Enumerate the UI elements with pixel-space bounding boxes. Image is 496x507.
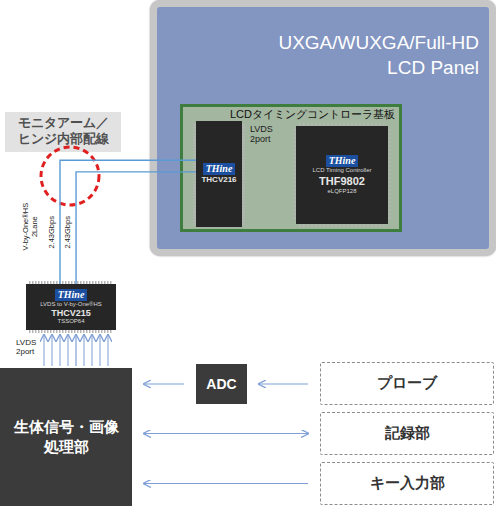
brand-logo: THine xyxy=(55,289,88,301)
node-text: LCD Timing Controller xyxy=(312,167,371,174)
lcd-panel: UXGA/WUXGA/Full-HD LCD PanelLCDタイミングコントロ… xyxy=(150,0,496,256)
chip-pin xyxy=(74,330,76,333)
chip-pin xyxy=(89,330,91,333)
chip-pin xyxy=(53,330,55,333)
chip-pin xyxy=(83,330,85,333)
chip-pin xyxy=(62,330,64,333)
node-text: ADC xyxy=(206,376,236,392)
data-arrow xyxy=(144,433,308,434)
ic-chip: THineLVDS to V-by-One®HSTHCV215TSSOP64 xyxy=(26,284,116,330)
lvds-arrow xyxy=(68,335,69,366)
callout-box: モニタアーム／ヒンジ内部配線 xyxy=(5,112,121,152)
data-arrow xyxy=(75,335,76,366)
data-arrow xyxy=(259,383,308,384)
node-text: THCV215 xyxy=(51,308,91,319)
controller-board: LCDタイミングコントローラ基板THineTHCV216THineLCD Tim… xyxy=(180,104,402,232)
lvds-arrow xyxy=(52,335,53,366)
rate-label: 2.43Gbps xyxy=(48,212,57,252)
node-text: eLQFP128 xyxy=(327,188,356,195)
lvds-arrow xyxy=(84,335,85,366)
external-box: プローブ xyxy=(320,362,494,405)
process-box: ADC xyxy=(196,364,247,404)
chip-pin xyxy=(35,330,37,333)
chip-pin xyxy=(59,330,61,333)
lvds-arrow xyxy=(100,335,101,366)
node-text: 記録部 xyxy=(385,424,430,443)
ic-chip: THineLCD Timing ControllerTHF9802eLQFP12… xyxy=(296,126,388,224)
node-text: THF9802 xyxy=(319,174,365,188)
chip-pin xyxy=(56,330,58,333)
chip-pin xyxy=(77,330,79,333)
brand-logo: THine xyxy=(203,163,236,175)
lvds-arrow xyxy=(108,335,109,366)
chip-pin xyxy=(32,330,34,333)
chip-pin xyxy=(68,330,70,333)
node-text: LVDS to V-by-One®HS xyxy=(40,301,102,308)
chip-pin xyxy=(101,330,103,333)
node-text: 生体信号・画像処理部 xyxy=(12,417,120,458)
chip-pin xyxy=(38,330,40,333)
chip-pin xyxy=(71,330,73,333)
ic-chip: THineTHCV216 xyxy=(196,121,242,227)
chip-pin xyxy=(104,330,106,333)
lvds-arrow xyxy=(44,335,45,366)
chip-pin xyxy=(44,330,46,333)
node-text: キー入力部 xyxy=(370,474,445,493)
signal-label: LVDS 2port xyxy=(16,338,44,356)
node-text: モニタアーム／ヒンジ内部配線 xyxy=(17,116,108,147)
chip-pin xyxy=(110,330,112,333)
process-box: 生体信号・画像処理部 xyxy=(0,368,132,506)
chip-pin xyxy=(86,330,88,333)
chip-pin xyxy=(95,330,97,333)
highlight-circle xyxy=(41,147,99,205)
data-arrow xyxy=(144,383,184,384)
chip-pin xyxy=(92,330,94,333)
chip-pin xyxy=(107,330,109,333)
external-box: 記録部 xyxy=(320,412,494,455)
chip-pin xyxy=(47,330,49,333)
node-text: THCV216 xyxy=(201,175,236,185)
chip-pin xyxy=(41,330,43,333)
lvds-arrow xyxy=(60,335,61,366)
chip-pin xyxy=(50,330,52,333)
chip-pin xyxy=(98,330,100,333)
data-arrow xyxy=(144,483,308,484)
node-text: TSSOP64 xyxy=(57,318,84,325)
signal-label: LVDS 2port xyxy=(250,124,282,145)
external-box: キー入力部 xyxy=(320,462,494,505)
lvds-arrow xyxy=(92,335,93,366)
chip-pin xyxy=(80,330,82,333)
signal-label: V-by-One®HS 2Lane xyxy=(22,195,39,257)
chip-pin xyxy=(65,330,67,333)
brand-logo: THine xyxy=(326,155,359,167)
node-text: UXGA/WUXGA/Full-HD LCD Panel xyxy=(244,31,479,80)
rate-label: 2.43Gbps xyxy=(64,212,73,252)
chip-pin xyxy=(29,330,31,333)
node-text: プローブ xyxy=(377,374,437,393)
node-text: LCDタイミングコントローラ基板 xyxy=(187,108,395,121)
